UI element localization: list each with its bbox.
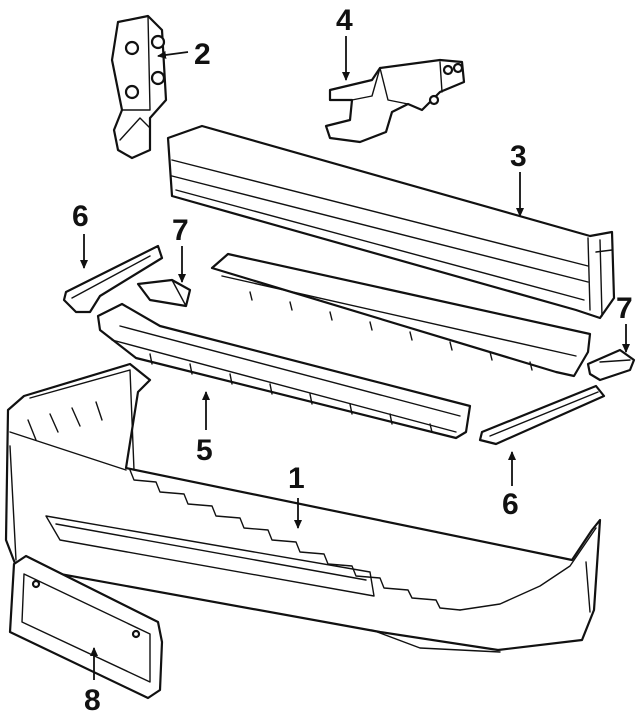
bracket-part-2 (110, 14, 168, 160)
license-bracket-part-8 (8, 554, 164, 700)
end-trim-right-part-6 (478, 384, 606, 446)
callout-7-left: 7 (172, 214, 189, 247)
callout-7-right: 7 (616, 292, 633, 325)
leader-lines (80, 36, 630, 680)
callout-4: 4 (336, 4, 353, 37)
leader-2 (157, 50, 189, 59)
callout-5: 5 (196, 434, 213, 467)
absorber-strip-right (210, 252, 592, 378)
bumper-cover-part-1 (4, 362, 602, 653)
absorber-part-5 (96, 302, 472, 440)
callout-2: 2 (194, 38, 211, 71)
callout-6-right: 6 (502, 488, 519, 521)
callout-6-left: 6 (72, 200, 89, 233)
callout-8: 8 (84, 684, 101, 717)
clip-left-part-7 (136, 278, 192, 308)
callout-3: 3 (510, 140, 527, 173)
callout-1: 1 (288, 462, 305, 495)
impact-bar-part-3 (166, 124, 616, 320)
mount-bracket-part-4 (324, 58, 466, 144)
clip-right-part-7 (586, 348, 636, 382)
end-trim-left-part-6 (62, 244, 164, 314)
